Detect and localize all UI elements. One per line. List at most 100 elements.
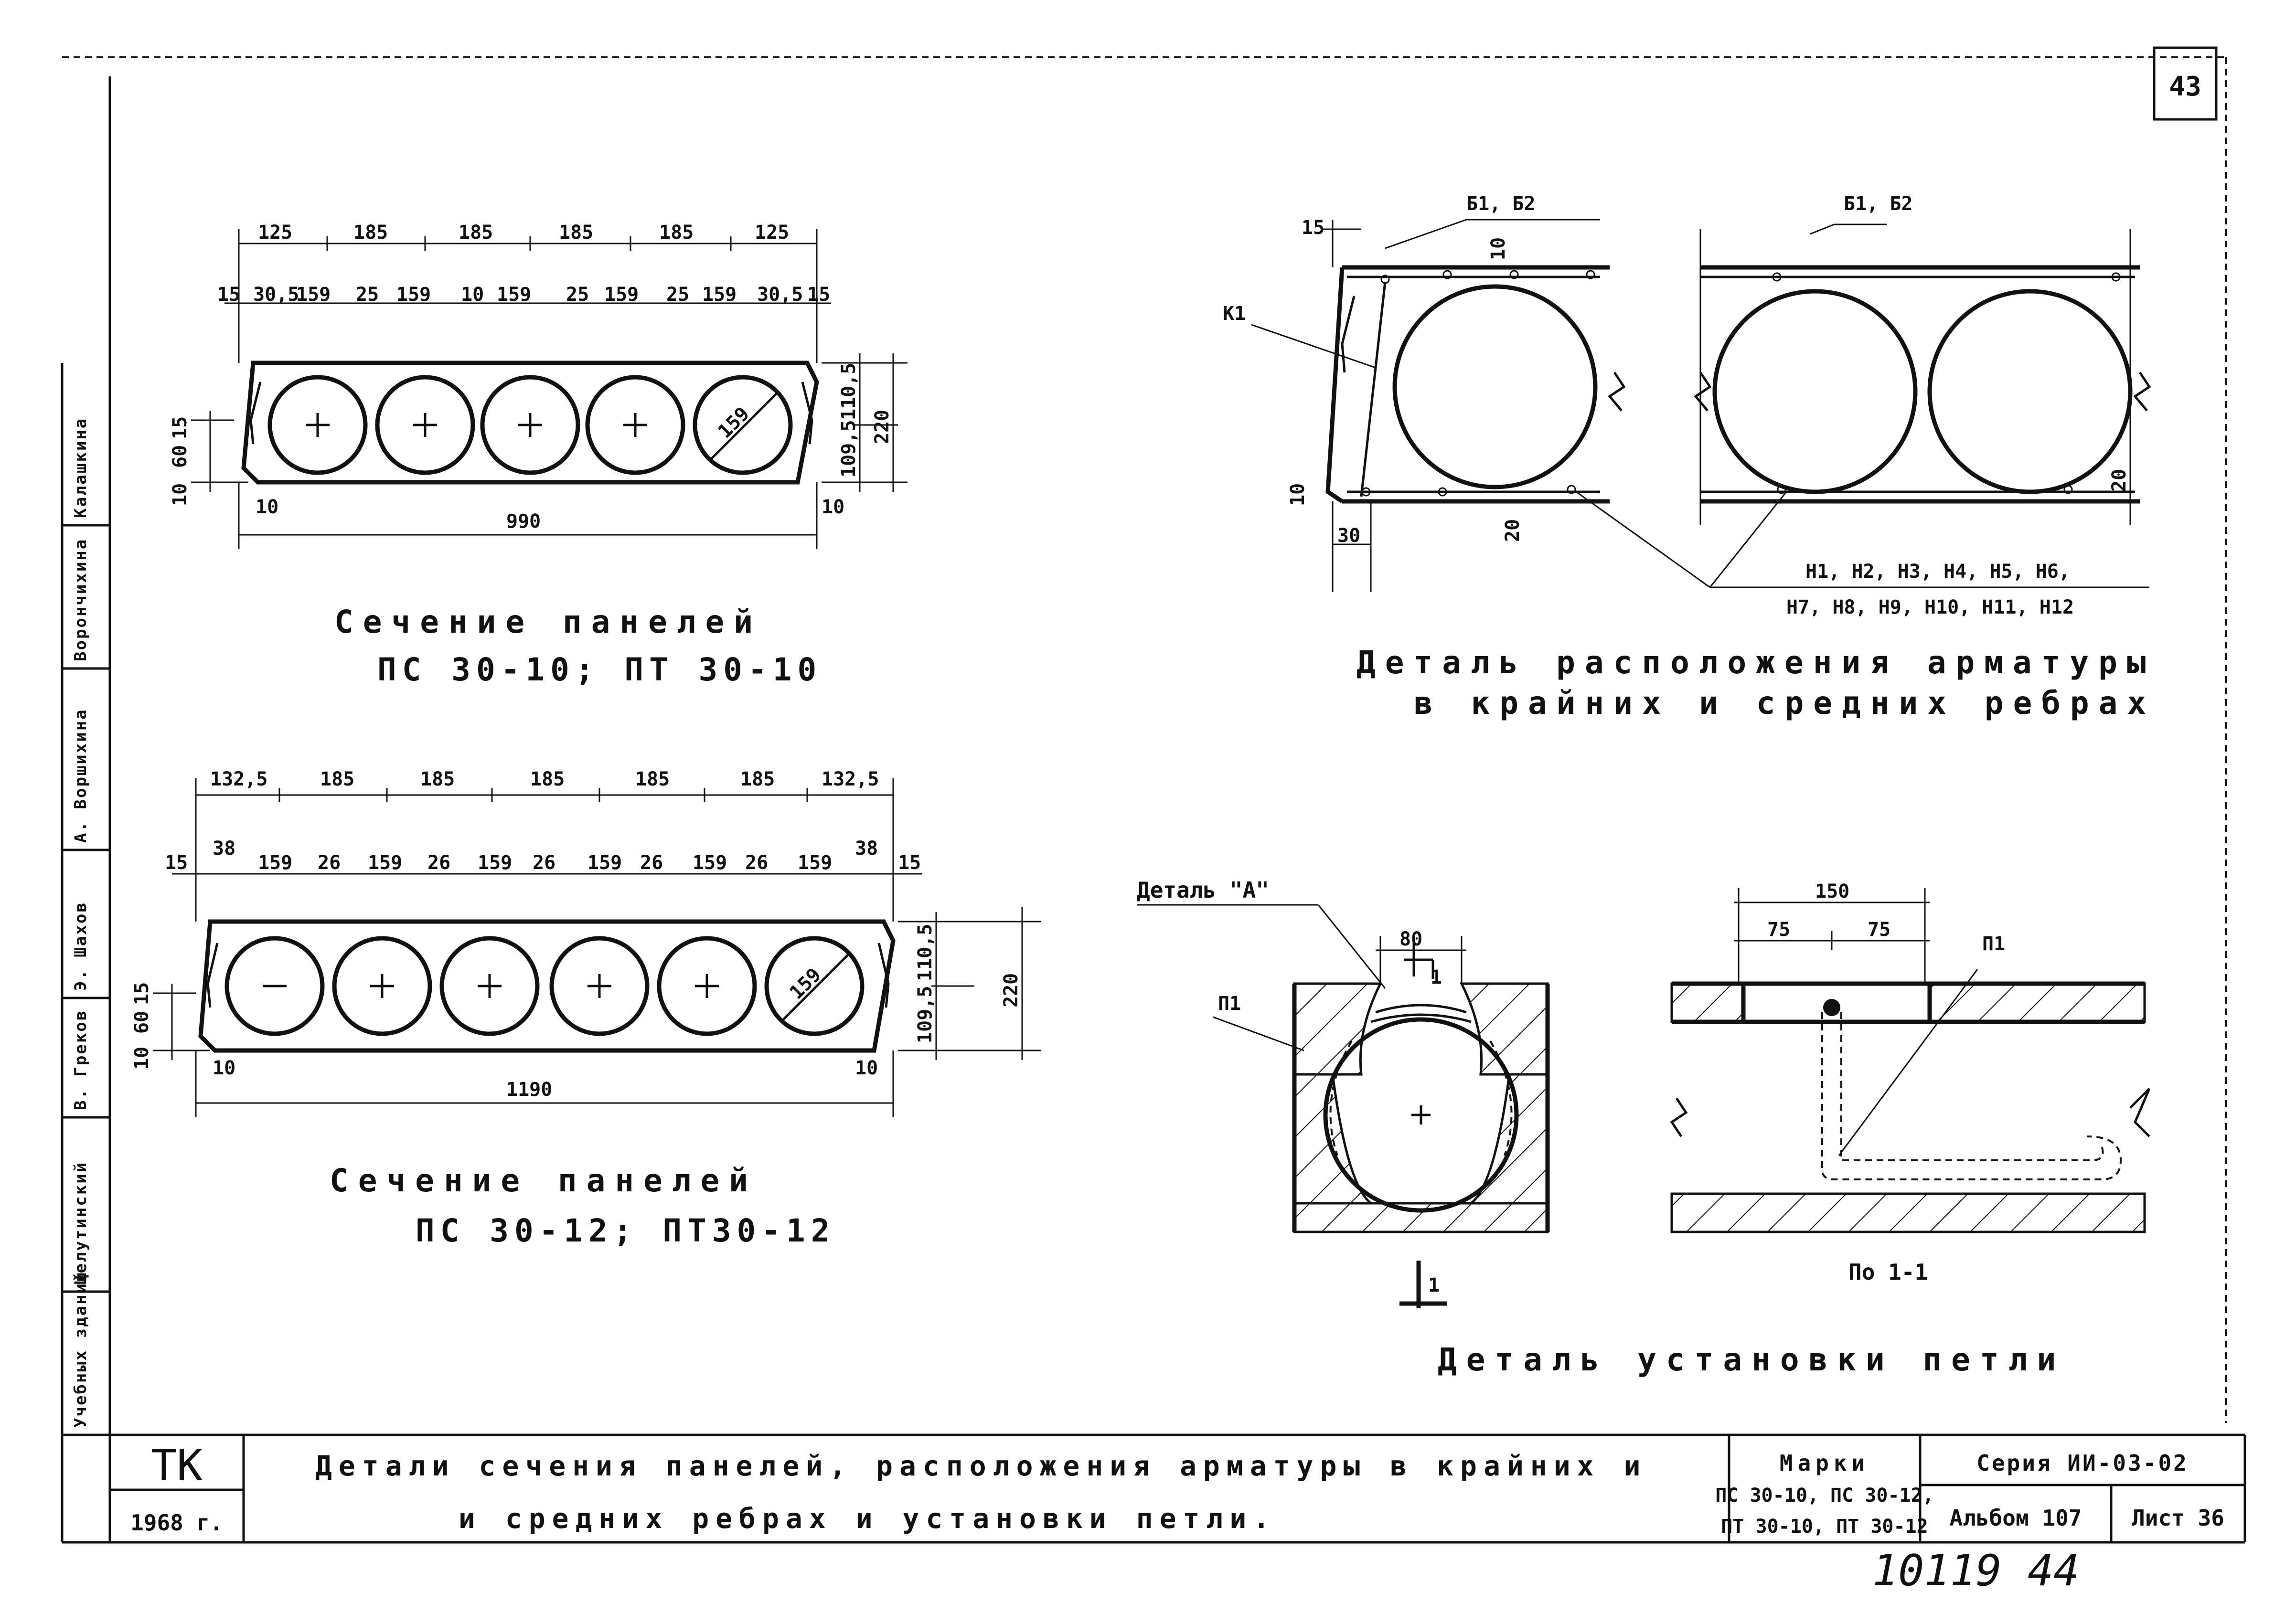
loop-detail-label: Деталь "А" xyxy=(1137,877,1269,903)
side-stamp-text-5: Ворончихина xyxy=(71,538,90,661)
panel-10-sec-dim-12: 15 xyxy=(807,284,830,306)
panel-12-left-dim-1: 60 xyxy=(131,1011,153,1034)
side-stamp-text-2: В. Греков xyxy=(71,1009,90,1110)
panel-12-top-ticks xyxy=(278,788,808,802)
title-marks-2: ПТ 30-10, ПТ 30-12 xyxy=(1721,1516,1928,1538)
title-org: ТК xyxy=(151,1441,203,1491)
rebar-dim-30: 30 xyxy=(1337,525,1360,547)
panel-10-sec-dim-8: 159 xyxy=(604,284,639,306)
title-line-2: и средних ребрах и установки петли. xyxy=(459,1502,1276,1535)
panel-10-top-dim-4: 185 xyxy=(659,222,694,244)
title-year: 1968 г. xyxy=(130,1510,223,1536)
panel-12-bottom-dim-1: 1190 xyxy=(506,1079,552,1101)
panel-10-left-dim-0: 10 xyxy=(169,483,191,506)
side-stamp-text-3: Э. Шахов xyxy=(71,901,90,991)
panel-10-sec-dim-7: 25 xyxy=(566,284,589,306)
panel-12-top-dim-1: 185 xyxy=(320,768,354,790)
rebar-label-h-1: Н1, Н2, Н3, Н4, Н5, Н6, xyxy=(1805,561,2070,583)
panel-10-sec-dim-3: 25 xyxy=(356,284,379,306)
rebar-detail: 15 10 10 30 20 Б1, Б2 К1 Б1, Б2 20 xyxy=(1223,193,2156,721)
panel-10-top-dim-2: 185 xyxy=(459,222,493,244)
panel-12-sec-dim-3: 26 xyxy=(318,852,341,874)
panel-12-sec-dim-2: 159 xyxy=(258,852,292,874)
rebar-dim-20a: 20 xyxy=(1502,519,1524,542)
panel-12-diameter: 159 xyxy=(786,964,826,1004)
panel-12-sec-dim-7: 26 xyxy=(533,852,555,874)
side-stamp-text-0: Учебных зданий xyxy=(71,1271,90,1428)
rebar-label-b-left: Б1, Б2 xyxy=(1466,193,1536,215)
panel-12-sec-dim-11: 26 xyxy=(745,852,768,874)
side-stamp: Учебных зданий Целутинский В. Греков Э. … xyxy=(62,417,110,1428)
title-marks-1: ПС 30-10, ПС 30-12, xyxy=(1715,1485,1934,1507)
panel-12-sec-dim-4: 159 xyxy=(368,852,402,874)
panel-12-sec-dim-13: 38 xyxy=(855,838,878,859)
rebar-dim-20b: 20 xyxy=(2108,469,2130,492)
side-stamp-text-1: Целутинский xyxy=(71,1161,90,1284)
panel-12-sec-dim-14: 15 xyxy=(898,852,921,874)
panel-10-bottom-dim-0: 10 xyxy=(256,496,278,518)
panel-10-sec-dim-9: 25 xyxy=(666,284,689,306)
loop-dim-150: 150 xyxy=(1815,881,1849,902)
panel-12-top-dim-5: 185 xyxy=(740,768,775,790)
panel-12-left-dim-0: 10 xyxy=(131,1047,153,1070)
panel-12-caption-2: ПС 30-12; ПТ30-12 xyxy=(416,1212,836,1249)
loop-section-caption: По 1-1 xyxy=(1848,1259,1928,1285)
panel-10-cores xyxy=(267,375,793,475)
loop-dim-75b: 75 xyxy=(1868,919,1890,941)
title-line-1: Детали сечения панелей, расположения арм… xyxy=(315,1450,1647,1482)
panel-12-sec-dim-8: 159 xyxy=(587,852,622,874)
panel-10-sec-dim-2: 159 xyxy=(296,284,331,306)
panel-10-sec-dim-0: 15 xyxy=(217,284,240,306)
loop-caption: Деталь установки петли xyxy=(1438,1341,2065,1378)
panel-12-right-dim-0: 110,5 xyxy=(914,924,936,981)
panel-10-sec-dim-11: 30,5 xyxy=(757,284,803,306)
title-marks-label: Марки xyxy=(1780,1450,1869,1476)
side-stamp-text-4: А. Воршихина xyxy=(71,708,90,843)
panel-12-right-dim-1: 109,5 xyxy=(914,986,936,1043)
title-sheet: Лист 36 xyxy=(2132,1505,2224,1531)
panel-10-sec-dim-1: 30,5 xyxy=(253,284,299,306)
loop-section-mark-bottom: 1 xyxy=(1428,1274,1440,1296)
rebar-dim-15: 15 xyxy=(1302,217,1324,239)
panel-10-sec-dim-5: 10 xyxy=(461,284,484,306)
rebar-caption-1: Деталь расположения арматуры xyxy=(1356,644,2156,681)
panel-12-top-dim-4: 185 xyxy=(635,768,670,790)
rebar-dim-10a: 10 xyxy=(1487,237,1509,260)
panel-10-right-dim-1: 109,5 xyxy=(838,420,860,477)
panel-12-sec-dim-1: 38 xyxy=(213,838,235,859)
panel-12-sec-dim-6: 159 xyxy=(478,852,512,874)
sheet-frame xyxy=(61,56,2245,1544)
panel-12-caption-1: Сечение панелей xyxy=(330,1162,758,1199)
panel-12-section: 132,5 185 185 185 185 185 132,5 15 38 15… xyxy=(131,768,1041,1249)
panel-10-section: 125 185 185 185 185 125 15 30,5 159 25 1… xyxy=(169,222,908,688)
panel-10-sec-dim-6: 159 xyxy=(497,284,531,306)
handwritten-number: 10119 44 xyxy=(1872,1546,2079,1596)
loop-dim-80: 80 xyxy=(1399,928,1422,950)
panel-10-caption-1: Сечение панелей xyxy=(334,604,762,640)
panel-10-right-dim-2: 220 xyxy=(871,410,893,444)
title-album: Альбом 107 xyxy=(1950,1505,2082,1531)
panel-10-sec-dim-4: 159 xyxy=(396,284,431,306)
panel-12-sec-dim-9: 26 xyxy=(640,852,663,874)
rebar-dim-10b: 10 xyxy=(1287,483,1309,506)
panel-12-sec-dim-5: 26 xyxy=(427,852,450,874)
panel-12-sec-dim-10: 159 xyxy=(693,852,727,874)
panel-10-diameter: 159 xyxy=(714,403,754,443)
loop-detail-a: Деталь "А" 80 1 П1 1 xyxy=(1137,877,2151,1378)
panel-10-caption-2: ПС 30-10; ПТ 30-10 xyxy=(377,651,822,688)
rebar-label-h-2: Н7, Н8, Н9, Н10, Н11, Н12 xyxy=(1786,596,2074,618)
loop-label-p1-left: П1 xyxy=(1218,993,1241,1015)
panel-10-right-dim-0: 110,5 xyxy=(838,363,860,420)
panel-12-right-dim-2: 220 xyxy=(1000,973,1022,1008)
panel-12-cores xyxy=(224,936,865,1036)
panel-10-bottom-dim-1: 990 xyxy=(506,510,541,532)
panel-12-left-dim-2: 15 xyxy=(131,982,153,1005)
panel-12-bottom-dim-0: 10 xyxy=(213,1057,235,1079)
panel-10-top-dim-3: 185 xyxy=(559,222,593,244)
panel-12-bottom-dim-2: 10 xyxy=(855,1057,878,1079)
panel-12-outline xyxy=(198,919,896,1053)
panel-12-sec-dim-12: 159 xyxy=(798,852,832,874)
panel-10-left-dim-2: 15 xyxy=(169,416,191,439)
panel-12-top-dim-3: 185 xyxy=(530,768,565,790)
title-series: Серия ИИ-03-02 xyxy=(1976,1450,2189,1476)
